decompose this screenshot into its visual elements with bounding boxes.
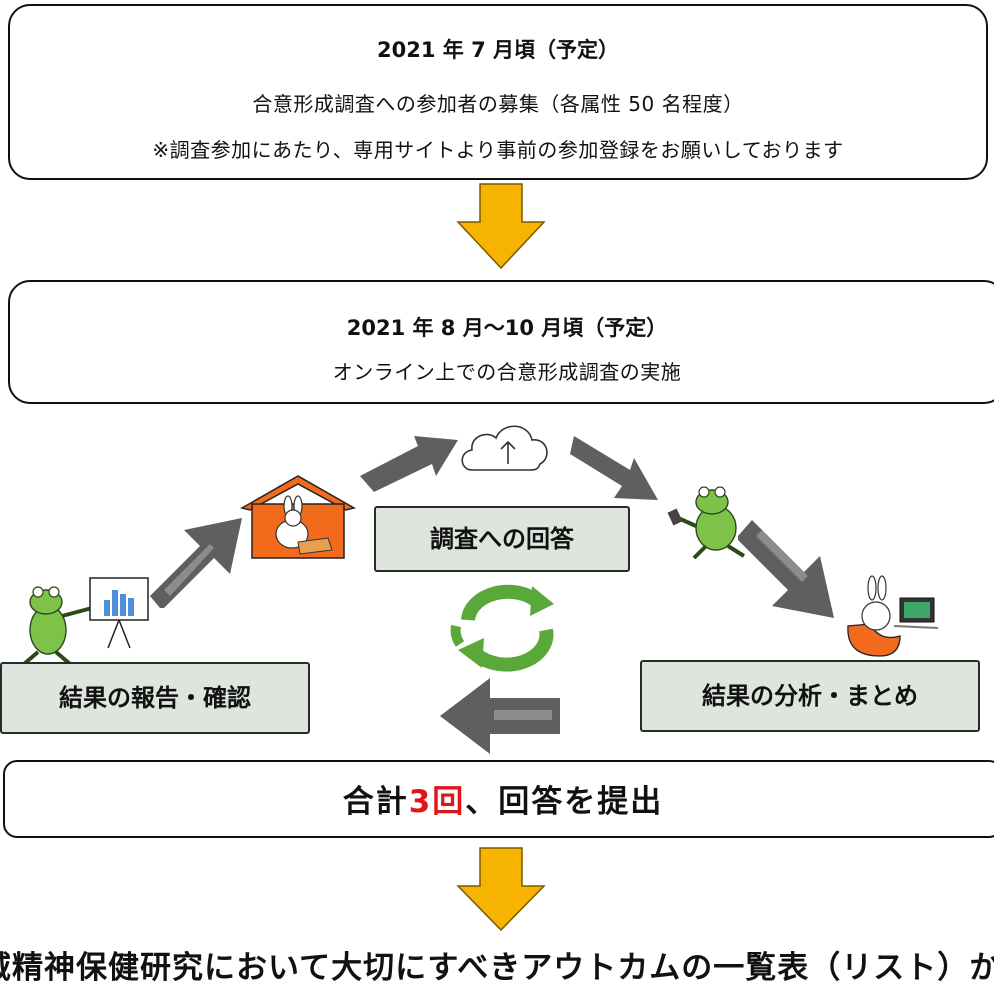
arrow-up-right-icon: [150, 518, 242, 608]
step1-title: 2021 年 7 月頃（予定）: [377, 38, 619, 62]
left-arrow-icon: [440, 678, 560, 754]
down-arrow-icon: [456, 847, 546, 932]
cycle-arrows-icon: [450, 584, 554, 672]
down-arrow-icon: [456, 183, 546, 270]
result-analysis-label: 結果の分析・まとめ: [640, 660, 980, 732]
presentation-chart-icon: [89, 577, 149, 649]
arrow-to-survey-icon: [360, 436, 458, 492]
arrow-down-right-icon: [738, 520, 834, 618]
frog-presenter-icon: [22, 586, 93, 666]
total-suffix: 、回答を提出: [465, 784, 664, 820]
house-icon: [240, 475, 356, 559]
total-prefix: 合計: [342, 784, 409, 820]
result-outcome-text: 域精神保健研究において大切にすべきアウトカムの一覧表（リスト）か: [0, 950, 994, 986]
step2-line1: オンライン上での合意形成調査の実施: [332, 360, 682, 384]
step1-box: 2021 年 7 月頃（予定） 合意形成調査への参加者の募集（各属性 50 名程…: [8, 4, 988, 180]
rabbit-icon: [847, 575, 939, 657]
total-count: 3: [408, 784, 433, 820]
result-report-label: 結果の報告・確認: [0, 662, 310, 734]
step2-title: 2021 年 8 月〜10 月頃（予定）: [346, 316, 668, 340]
frog-icon: [667, 486, 746, 560]
step2-box: 2021 年 8 月〜10 月頃（予定） オンライン上での合意形成調査の実施: [8, 280, 994, 404]
total-box: 合計3回、回答を提出: [3, 760, 994, 838]
step1-line2: ※調査参加にあたり、専用サイトより事前の参加登録をお願いしております: [152, 138, 844, 162]
survey-answer-label: 調査への回答: [374, 506, 630, 572]
arrow-from-survey-icon: [570, 436, 658, 500]
total-text: 合計3回、回答を提出: [5, 776, 994, 821]
step1-line1: 合意形成調査への参加者の募集（各属性 50 名程度）: [252, 92, 744, 116]
cloud-upload-icon: [461, 425, 548, 471]
total-unit: 回: [432, 784, 466, 820]
